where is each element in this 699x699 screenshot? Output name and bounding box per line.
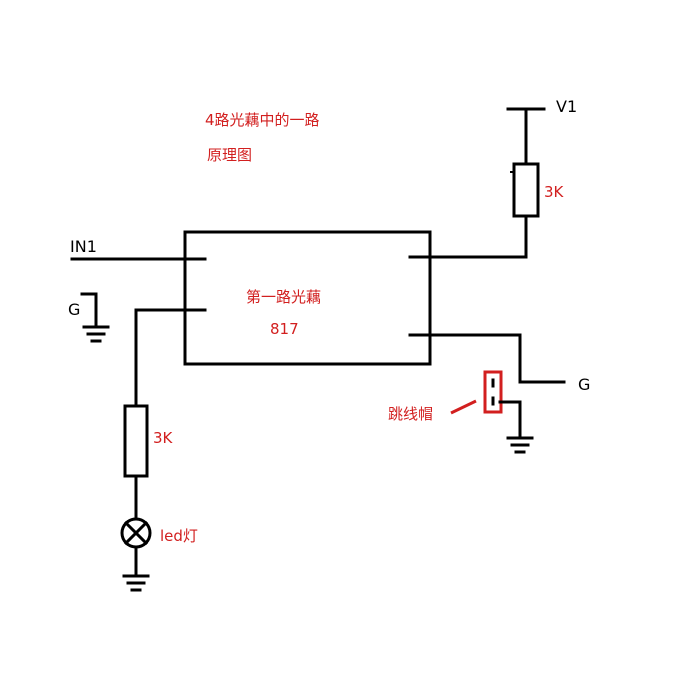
optocoupler-body — [183, 230, 432, 366]
left-ground-wire — [80, 292, 98, 328]
led-lamp-icon — [120, 517, 152, 549]
left-ground-icon — [82, 325, 110, 343]
jumper-to-ground-wire — [498, 400, 522, 439]
right-ground-icon — [506, 436, 534, 454]
optocoupler-name: 第一路光藕 — [246, 288, 321, 306]
left-resistor-label: 3K — [153, 429, 174, 447]
led-ground-icon — [122, 574, 150, 592]
emitter-wire — [408, 333, 566, 384]
left-resistor — [123, 404, 149, 478]
top-resistor-label: 3K — [544, 183, 565, 201]
led-label: led灯 — [160, 527, 198, 545]
v1-label: V1 — [556, 97, 577, 116]
right-g-label: G — [578, 375, 590, 394]
optocoupler-model: 817 — [270, 320, 299, 338]
jumper-label: 跳线帽 — [388, 405, 433, 423]
jumper-cap — [483, 370, 503, 414]
title-line-2: 原理图 — [207, 146, 252, 164]
in1-label: IN1 — [70, 237, 97, 256]
top-resistor — [512, 162, 540, 218]
collector-wire — [408, 214, 528, 259]
jumper-pointer — [450, 399, 477, 415]
title-line-1: 4路光藕中的一路 — [205, 111, 320, 129]
left-g-label: G — [68, 300, 80, 319]
led-return-wire — [134, 308, 207, 408]
